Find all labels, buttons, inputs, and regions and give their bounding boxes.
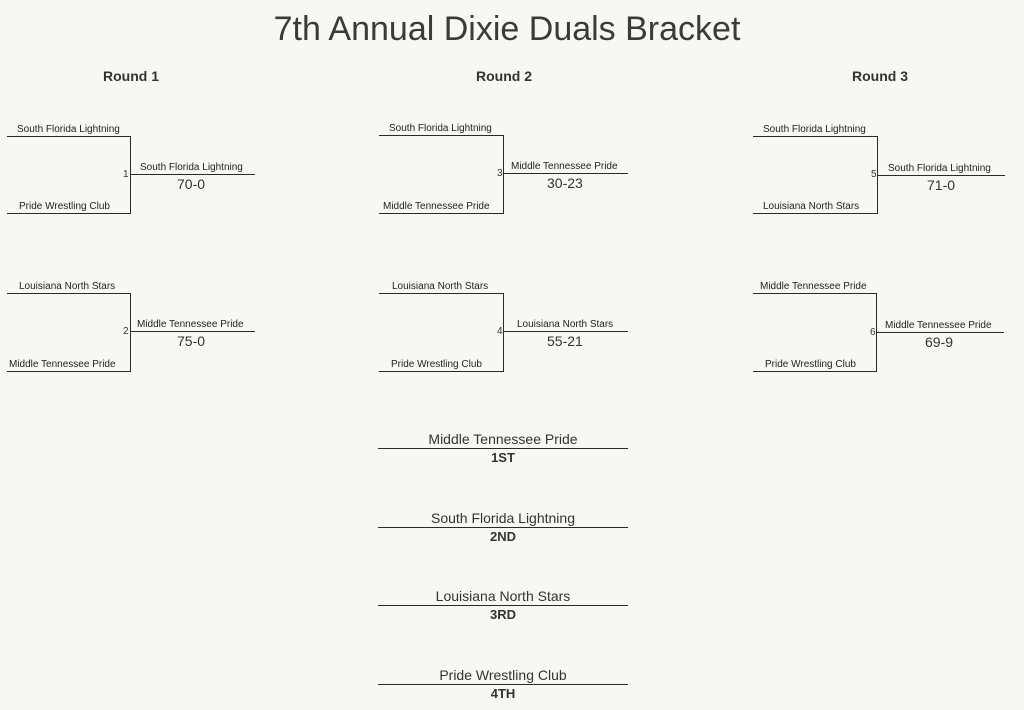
bottom-team-line xyxy=(379,213,503,214)
top-team-line xyxy=(7,136,130,137)
top-team-line xyxy=(379,135,503,136)
match-top-team: South Florida Lightning xyxy=(763,124,866,135)
match-bottom-team: Middle Tennessee Pride xyxy=(383,201,490,212)
match-winner: South Florida Lightning xyxy=(888,163,991,174)
match-winner: Middle Tennessee Pride xyxy=(511,161,618,172)
bottom-team-line xyxy=(379,371,503,372)
winner-line xyxy=(876,332,1004,333)
placing-rank: 4TH xyxy=(490,686,516,701)
match-number: 4 xyxy=(497,326,503,337)
placing-2nd: South Florida Lightning 2ND xyxy=(378,510,628,550)
match-3: South Florida Lightning Middle Tennessee… xyxy=(379,123,629,214)
placing-rank: 3RD xyxy=(489,607,516,622)
match-score: 70-0 xyxy=(177,176,206,192)
match-winner: Middle Tennessee Pride xyxy=(885,320,992,331)
bracket-connector xyxy=(503,135,504,214)
winner-line xyxy=(130,331,255,332)
placing-4th: Pride Wrestling Club 4TH xyxy=(378,667,628,707)
match-score: 71-0 xyxy=(927,177,956,193)
placing-3rd: Louisiana North Stars 3RD xyxy=(378,588,628,628)
bottom-team-line xyxy=(753,213,877,214)
bottom-team-line xyxy=(7,213,130,214)
match-score: 30-23 xyxy=(547,175,583,191)
bracket-connector xyxy=(130,136,131,214)
match-6: Middle Tennessee Pride Pride Wrestling C… xyxy=(753,281,1004,372)
match-winner: Middle Tennessee Pride xyxy=(137,319,244,330)
match-number: 2 xyxy=(123,326,129,337)
match-winner: South Florida Lightning xyxy=(140,162,243,173)
placing-line xyxy=(378,448,628,449)
placing-team: South Florida Lightning xyxy=(431,510,575,526)
match-bottom-team: Pride Wrestling Club xyxy=(765,359,856,370)
placing-1st: Middle Tennessee Pride 1ST xyxy=(378,431,628,471)
match-5: South Florida Lightning Louisiana North … xyxy=(753,124,1005,214)
match-1: South Florida Lightning Pride Wrestling … xyxy=(7,124,257,214)
match-score: 55-21 xyxy=(547,333,583,349)
match-4: Louisiana North Stars Pride Wrestling Cl… xyxy=(379,281,629,372)
round-1-heading: Round 1 xyxy=(103,68,159,84)
winner-line xyxy=(130,174,255,175)
match-2: Louisiana North Stars Middle Tennessee P… xyxy=(7,281,257,372)
placing-team: Pride Wrestling Club xyxy=(439,667,567,683)
winner-line xyxy=(503,331,628,332)
match-winner: Louisiana North Stars xyxy=(517,319,614,330)
placing-line xyxy=(378,527,628,528)
top-team-line xyxy=(7,293,130,294)
placing-line xyxy=(378,605,628,606)
bracket-connector xyxy=(503,293,504,372)
match-number: 6 xyxy=(870,327,876,338)
match-top-team: South Florida Lightning xyxy=(17,124,120,135)
match-score: 69-9 xyxy=(925,334,954,350)
bottom-team-line xyxy=(7,371,130,372)
match-top-team: Louisiana North Stars xyxy=(392,281,489,292)
match-top-team: Middle Tennessee Pride xyxy=(760,281,867,292)
top-team-line xyxy=(379,293,503,294)
winner-line xyxy=(503,173,628,174)
bottom-team-line xyxy=(753,371,876,372)
match-bottom-team: Middle Tennessee Pride xyxy=(9,359,116,370)
placing-line xyxy=(378,684,628,685)
match-score: 75-0 xyxy=(177,333,206,349)
match-bottom-team: Pride Wrestling Club xyxy=(391,359,482,370)
match-number: 5 xyxy=(871,169,877,180)
match-number: 1 xyxy=(123,169,129,180)
placing-team: Louisiana North Stars xyxy=(435,588,571,604)
placing-rank: 1ST xyxy=(491,450,515,465)
match-top-team: Louisiana North Stars xyxy=(19,281,116,292)
page-title: 7th Annual Dixie Duals Bracket xyxy=(273,10,741,48)
placing-team: Middle Tennessee Pride xyxy=(428,431,578,447)
top-team-line xyxy=(753,293,876,294)
bracket-connector xyxy=(130,293,131,372)
round-2-heading: Round 2 xyxy=(476,68,532,84)
match-bottom-team: Pride Wrestling Club xyxy=(19,201,110,212)
placing-rank: 2ND xyxy=(489,529,516,544)
top-team-line xyxy=(753,136,877,137)
match-top-team: South Florida Lightning xyxy=(389,123,492,134)
match-number: 3 xyxy=(497,168,503,179)
round-3-heading: Round 3 xyxy=(852,68,908,84)
match-bottom-team: Louisiana North Stars xyxy=(763,201,860,212)
winner-line xyxy=(877,175,1005,176)
